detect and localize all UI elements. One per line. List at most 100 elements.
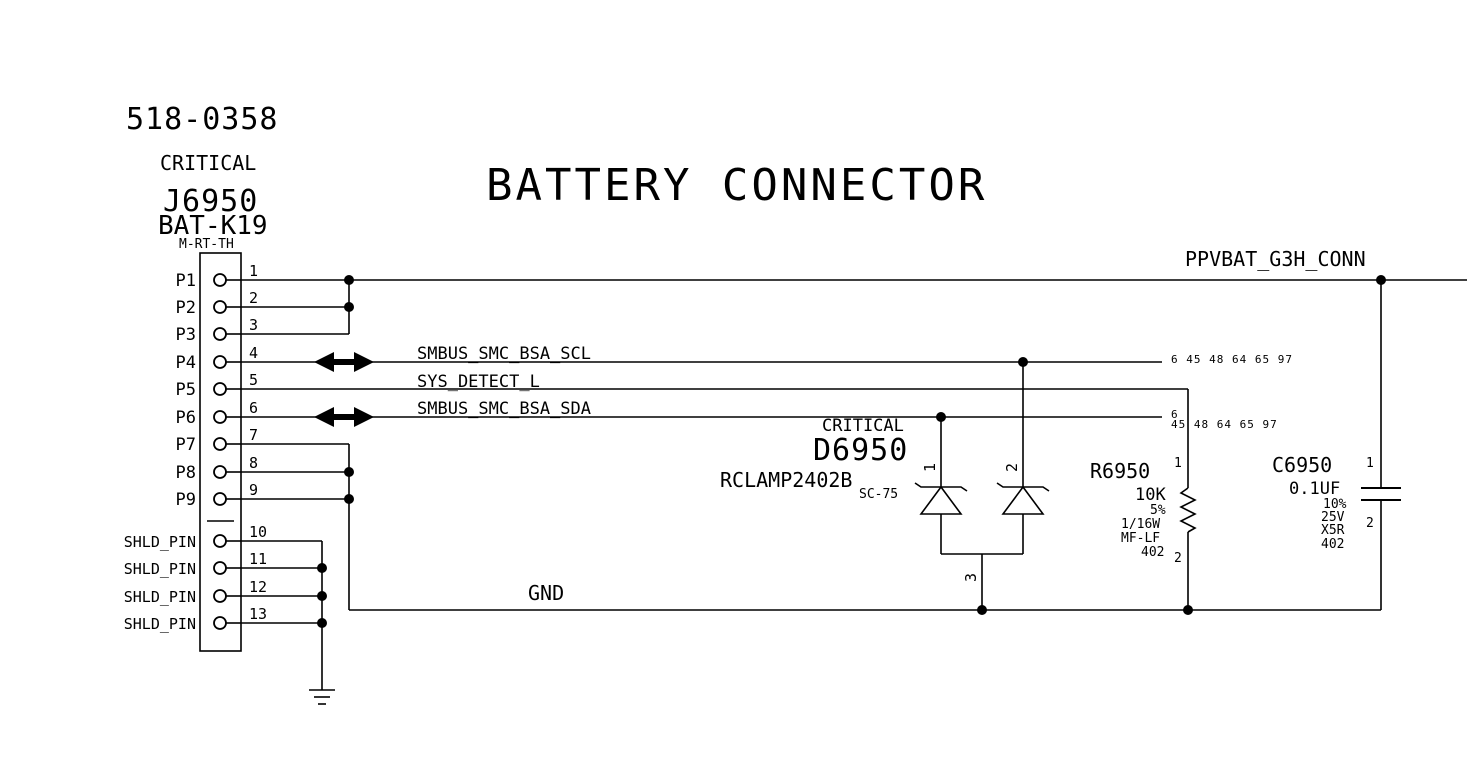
- connector-pin: SHLD_PIN 12: [124, 578, 267, 606]
- connector-type: BAT-K19: [158, 211, 268, 241]
- net-label-sda: SMBUS_SMC_BSA_SDA: [417, 399, 591, 419]
- net-label-scl: SMBUS_SMC_BSA_SCL: [417, 344, 591, 364]
- connector-pin-contact: [213, 465, 227, 479]
- connector-pin: P3 3: [176, 316, 259, 345]
- diode-critical-label: CRITICAL: [822, 416, 904, 436]
- junction-dot: [1376, 275, 1386, 285]
- connector-pin-name: P6: [176, 408, 196, 428]
- connector-pin: P8 8: [176, 454, 259, 483]
- connector-pin: P1 1: [176, 262, 259, 291]
- connector-pin-contact: [213, 300, 227, 314]
- bidirectional-arrow-icon: [314, 407, 374, 427]
- capacitor-dielectric: X5R: [1321, 523, 1345, 538]
- connector-pin: P2 2: [176, 289, 259, 318]
- connector-ref: J6950: [163, 184, 258, 219]
- connector-pin-number: 13: [249, 605, 267, 623]
- resistor-ref: R6950: [1090, 459, 1150, 483]
- connector-pin-number: 12: [249, 578, 267, 596]
- connector-pin-number: 8: [249, 454, 258, 472]
- resistor-pin1-label: 1: [1174, 456, 1182, 471]
- connector-pin-contact: [213, 589, 227, 603]
- junction-dots: [317, 275, 1386, 628]
- connector-pin-contact: [213, 561, 227, 575]
- capacitor-size: 402: [1321, 537, 1344, 552]
- connector-pin-name: SHLD_PIN: [124, 560, 196, 578]
- connector-pin-number: 5: [249, 371, 258, 389]
- net-label-gnd: GND: [528, 581, 564, 605]
- junction-dot: [317, 618, 327, 628]
- connector-pin-name: P3: [176, 325, 196, 345]
- connector-pin-name: P8: [176, 463, 196, 483]
- connector-pin-name: P4: [176, 353, 196, 373]
- connector-pin-number: 3: [249, 316, 258, 334]
- connector-pin-contact: [213, 410, 227, 424]
- connector-pin-name: P5: [176, 380, 196, 400]
- junction-dot: [344, 467, 354, 477]
- connector-pin-number: 4: [249, 344, 258, 362]
- diode-pin3-label: 3: [962, 573, 980, 582]
- net-label-sys-detect: SYS_DETECT_L: [417, 372, 540, 392]
- diode-part: RCLAMP2402B: [720, 468, 852, 492]
- capacitor-voltage: 25V: [1321, 510, 1345, 525]
- connector-pin-contact: [213, 616, 227, 630]
- connector-pin-number: 7: [249, 426, 258, 444]
- connector-pin: P7 7: [176, 426, 259, 455]
- resistor-power: 1/16W: [1121, 517, 1160, 532]
- connector-pin-contact: [213, 355, 227, 369]
- diode-package: SC-75: [859, 487, 898, 502]
- connector-pin-name: SHLD_PIN: [124, 588, 196, 606]
- connector-pin-contact: [213, 273, 227, 287]
- connector-critical-label: CRITICAL: [160, 151, 256, 175]
- capacitor-ref: C6950: [1272, 453, 1332, 477]
- wires: [241, 279, 1467, 690]
- connector-pin-number: 10: [249, 523, 267, 541]
- connector-pin-number: 1: [249, 262, 258, 280]
- junction-dot: [1183, 605, 1193, 615]
- tvs-diode-icon: [914, 482, 968, 515]
- connector-pin-name: P2: [176, 298, 196, 318]
- junction-dot: [977, 605, 987, 615]
- resistor-value: 10K: [1135, 485, 1166, 505]
- junction-dot: [344, 494, 354, 504]
- schematic-title: BATTERY CONNECTOR: [486, 160, 987, 211]
- resistor-type: MF-LF: [1121, 531, 1160, 546]
- diode-pin1-label: 1: [921, 463, 939, 472]
- connector-body: [199, 252, 242, 652]
- connector-pin-number: 11: [249, 550, 267, 568]
- connector-pin: SHLD_PIN 13: [124, 605, 267, 633]
- xref-sda-line2: 45 48 64 65 97: [1171, 418, 1278, 431]
- connector-pin-contact: [213, 534, 227, 548]
- junction-dot: [344, 275, 354, 285]
- connector-part-number: 518-0358: [126, 102, 279, 137]
- connector-pin: P5 5: [176, 371, 259, 400]
- capacitor-tolerance: 10%: [1323, 497, 1347, 512]
- diode-pin2-label: 2: [1003, 463, 1021, 472]
- junction-dot: [317, 563, 327, 573]
- connector-pin: SHLD_PIN 11: [124, 550, 267, 578]
- connector-pin-number: 2: [249, 289, 258, 307]
- junction-dot: [344, 302, 354, 312]
- diode-ref: D6950: [813, 433, 908, 468]
- connector-pin-name: SHLD_PIN: [124, 615, 196, 633]
- connector-pin-contact: [213, 492, 227, 506]
- connector-pin-name: P7: [176, 435, 196, 455]
- xref-scl: 6 45 48 64 65 97: [1171, 353, 1293, 366]
- connector-pin-number: 9: [249, 481, 258, 499]
- resistor-icon: [1179, 487, 1197, 533]
- connector-pin-name: P1: [176, 271, 196, 291]
- connector-pin: P4 4: [176, 344, 259, 373]
- bidirectional-arrow-icon: [314, 352, 374, 372]
- net-label-power: PPVBAT_G3H_CONN: [1185, 247, 1366, 271]
- tvs-diode-icon: [996, 482, 1050, 515]
- ground-icon: [309, 689, 335, 705]
- resistor-pin2-label: 2: [1174, 551, 1182, 566]
- resistor-tolerance: 5%: [1150, 503, 1166, 518]
- capacitor-icon: [1361, 487, 1401, 501]
- xref-sda-line1: 6: [1171, 408, 1179, 421]
- junction-dot: [317, 591, 327, 601]
- capacitor-value: 0.1UF: [1289, 479, 1340, 499]
- connector-pin-contact: [213, 382, 227, 396]
